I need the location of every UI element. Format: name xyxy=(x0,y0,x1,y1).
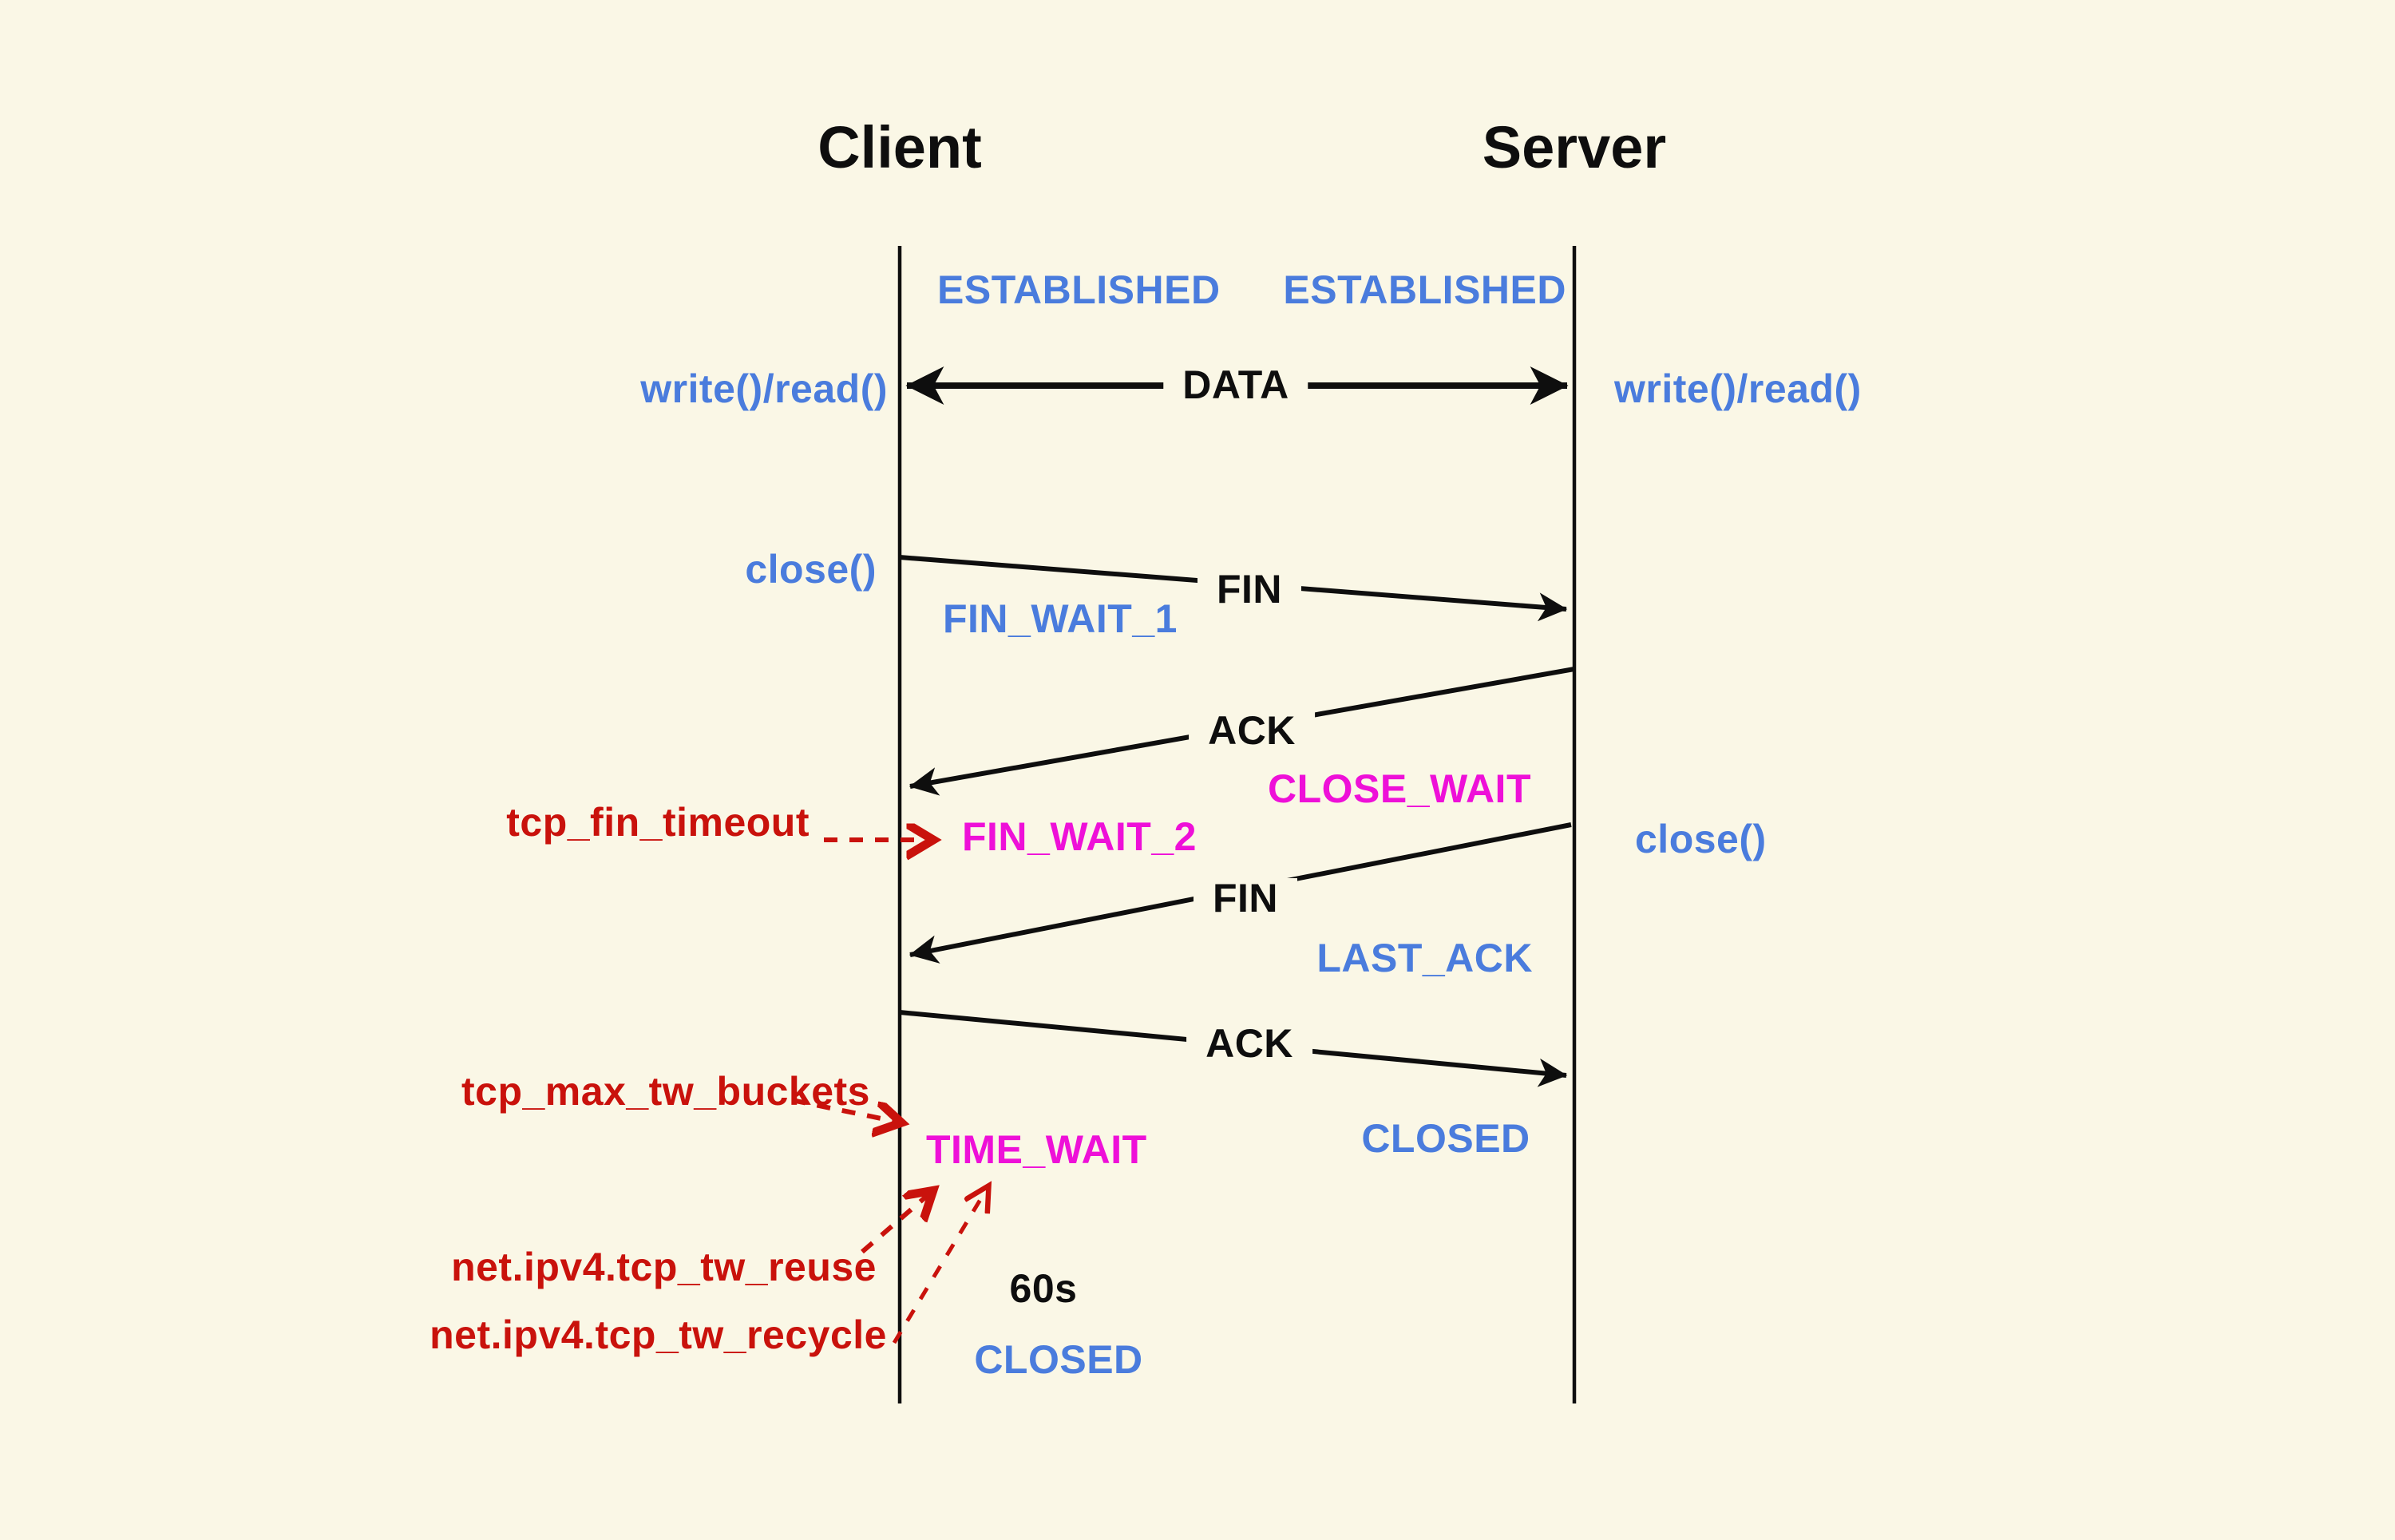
tcp-tw-reuse-arrow xyxy=(861,1191,932,1254)
server-established-state: ESTABLISHED xyxy=(1283,267,1566,312)
data-message-label: DATA xyxy=(1163,365,1308,405)
client-fin-wait-2-state: FIN_WAIT_2 xyxy=(962,814,1197,859)
server-close-event: close() xyxy=(1635,817,1767,861)
time-wait-duration-label: 60s xyxy=(1009,1266,1078,1311)
tcp-max-tw-buckets-annotation: tcp_max_tw_buckets xyxy=(461,1069,870,1114)
client-close-event: close() xyxy=(745,547,877,592)
ack-message-label-2: ACK xyxy=(1186,1023,1312,1063)
server-last-ack-state: LAST_ACK xyxy=(1316,936,1533,980)
client-write-read-event: write()/read() xyxy=(640,366,888,411)
client-closed-state: CLOSED xyxy=(974,1337,1143,1382)
server-close-wait-state: CLOSE_WAIT xyxy=(1267,766,1531,811)
tcp-tw-recycle-annotation: net.ipv4.tcp_tw_recycle xyxy=(430,1312,887,1357)
client-established-state: ESTABLISHED xyxy=(937,267,1221,312)
ack-message-label-1: ACK xyxy=(1189,711,1315,750)
client-fin-wait-1-state: FIN_WAIT_1 xyxy=(943,596,1178,641)
tcp-tw-reuse-annotation: net.ipv4.tcp_tw_reuse xyxy=(451,1245,877,1289)
tcp-max-tw-buckets-arrow xyxy=(791,1098,901,1122)
server-write-read-event: write()/read() xyxy=(1614,366,1862,411)
client-time-wait-state: TIME_WAIT xyxy=(926,1127,1147,1172)
tcp-tw-recycle-arrow xyxy=(892,1186,988,1344)
server-closed-state: CLOSED xyxy=(1361,1116,1530,1161)
tcp-fin-timeout-annotation: tcp_fin_timeout xyxy=(506,800,810,845)
server-column-title: Server xyxy=(1482,114,1667,180)
client-column-title: Client xyxy=(817,114,982,180)
fin-message-label-1: FIN xyxy=(1197,569,1302,609)
fin-message-label-2: FIN xyxy=(1193,878,1298,918)
